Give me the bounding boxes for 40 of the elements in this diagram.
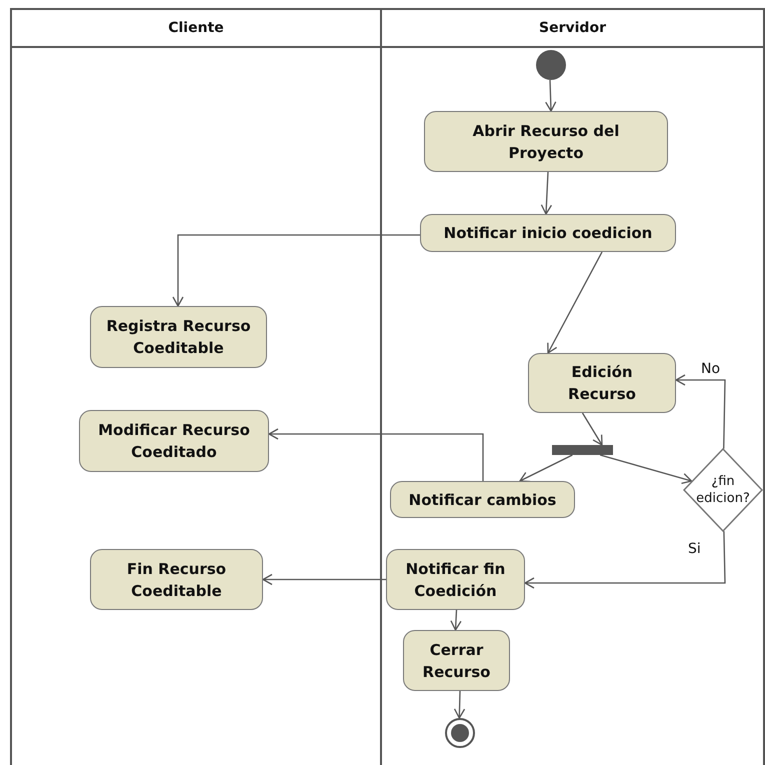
action-text: Cerrar Recurso (422, 640, 492, 682)
action-text: Edición Recurso (567, 362, 637, 405)
action-text: Fin Recurso Coeditable (126, 558, 228, 602)
arrow (582, 412, 603, 446)
action-box (528, 353, 676, 413)
arrow (172, 234, 420, 307)
arrow (519, 454, 573, 482)
arrow (545, 80, 556, 112)
decision-diamond (683, 448, 763, 532)
action-text: Registra Recurso Coeditable (105, 316, 252, 359)
arrow (524, 531, 726, 589)
swimlane (380, 8, 765, 765)
action-text: Notificar cambios (408, 490, 556, 510)
swimlane (10, 8, 382, 765)
action-box (90, 306, 267, 368)
action-box (79, 410, 269, 472)
arrow (547, 252, 603, 354)
lane-title: Cliente (168, 20, 224, 36)
action-box (420, 214, 676, 252)
action-text: Notificar fin Coedición (404, 558, 506, 602)
action-box (390, 481, 575, 518)
arrow (268, 428, 484, 481)
initial-node (536, 50, 566, 80)
action-box (424, 111, 668, 172)
arrow (262, 574, 386, 586)
arrow (600, 454, 692, 484)
action-box (386, 549, 525, 610)
arrow (540, 172, 552, 215)
action-box (403, 630, 510, 691)
lane-title: Servidor (539, 20, 606, 36)
fork-bar (552, 445, 613, 455)
action-text: Notificar inicio coedicion (444, 223, 652, 244)
arrow (454, 690, 466, 719)
action-text: Abrir Recurso del Proyecto (472, 120, 620, 164)
arrow (675, 374, 726, 449)
decision-text: ¿fin edicion? (695, 473, 751, 507)
action-text: Modificar Recurso Coeditado (97, 420, 251, 463)
arrow (450, 610, 462, 631)
action-box (90, 549, 263, 610)
final-node (445, 718, 475, 748)
